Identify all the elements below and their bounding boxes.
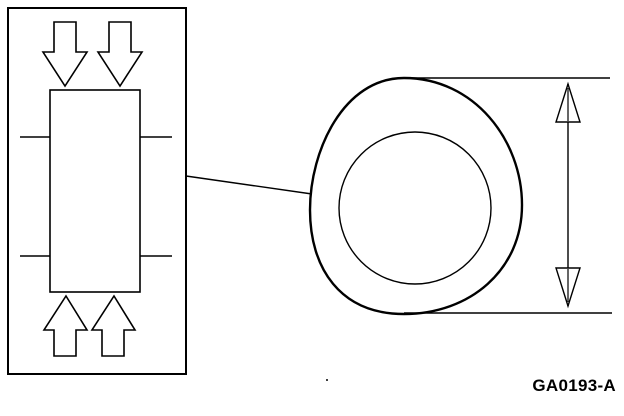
down-arrow-icon	[41, 21, 89, 88]
up-arrow-icon	[42, 294, 89, 357]
inset-frame	[7, 7, 187, 375]
scan-speck	[326, 379, 328, 381]
compressed-part	[49, 89, 141, 293]
leader-line	[185, 175, 313, 195]
side-ticks	[20, 136, 172, 257]
extension-lines	[404, 77, 612, 314]
up-arrow-icon	[90, 294, 137, 357]
inner-bore	[338, 131, 492, 285]
figure-reference-code: GA0193-A	[532, 376, 616, 395]
down-arrow-icon	[96, 21, 144, 88]
